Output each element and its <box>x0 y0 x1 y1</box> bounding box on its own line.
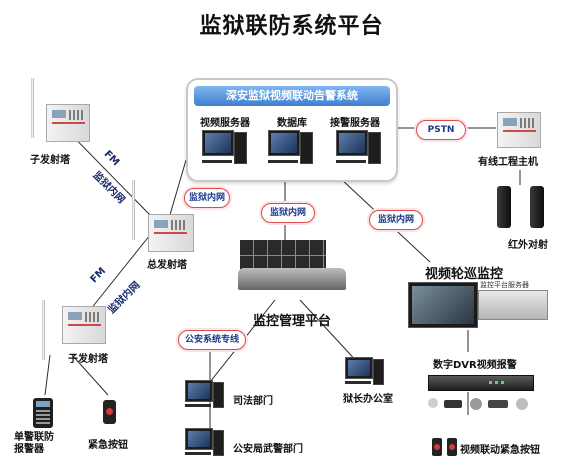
infrared-sensor-left-icon <box>497 186 511 228</box>
pstn-cloud: PSTN <box>416 120 466 140</box>
main-tower-panel <box>148 214 194 252</box>
video-patrol-label: 视频轮巡监控 <box>425 267 504 282</box>
video-emergency-button-icon <box>432 438 442 456</box>
camera-group-icon <box>428 396 538 414</box>
sub-tower-top-label: 子发射塔 <box>30 155 70 166</box>
server-label-video: 视频服务器 <box>200 118 250 129</box>
video-emergency-label: 视频联动紧急按钮 <box>460 445 540 456</box>
link-control-warden <box>299 299 361 366</box>
prison-net-cloud-right: 监狱内网 <box>369 210 423 230</box>
main-tower-label: 总发射塔 <box>147 260 187 271</box>
hub-title: 深安监狱视频联动告警系统 <box>194 86 390 106</box>
alarm-system-hub: 深安监狱视频联动告警系统 视频服务器 数据库 接警服务器 <box>186 78 398 182</box>
sub-tower-top-panel <box>46 104 90 142</box>
control-console-icon <box>238 268 346 290</box>
patrol-monitor-icon <box>408 282 478 328</box>
prison-net-cloud-center: 监狱内网 <box>261 203 315 223</box>
prison-net-cloud-left: 监狱内网 <box>184 188 230 208</box>
police-line-cloud: 公安系统专线 <box>178 330 246 350</box>
single-alarm-device-icon <box>33 398 53 428</box>
warden-office-label: 狱长办公室 <box>343 394 393 405</box>
sub-tower-bottom-label: 子发射塔 <box>68 354 108 365</box>
link-sub-button <box>71 354 109 396</box>
server-label-alarm: 接警服务器 <box>330 118 380 129</box>
single-alarm-label: 单警联防 报警器 <box>14 432 54 455</box>
page-title: 监狱联防系统平台 <box>199 13 384 39</box>
emergency-button-label: 紧急按钮 <box>88 440 128 451</box>
wired-host-label: 有线工程主机 <box>478 157 538 168</box>
judicial-label: 司法部门 <box>233 396 273 407</box>
dvr-recorder-icon <box>428 375 534 391</box>
video-emergency-button-icon-2 <box>447 438 457 456</box>
monitor-platform-tag: 监控平台服务器 <box>480 281 529 289</box>
infrared-sensor-right-icon <box>530 186 544 228</box>
infrared-label: 红外对射 <box>508 240 548 251</box>
control-platform-label: 监控管理平台 <box>253 314 332 329</box>
dvr-alarm-label: 数字DVR视频报警 <box>433 360 517 371</box>
wired-host-panel <box>497 112 541 148</box>
server-label-database: 数据库 <box>277 118 307 129</box>
emergency-button-icon <box>103 400 116 424</box>
monitor-platform-server-icon <box>478 290 548 320</box>
police-armed-label: 公安局武警部门 <box>233 444 303 455</box>
main-tower-mast-icon <box>132 180 135 240</box>
sub-tower-bottom-mast-icon <box>42 300 45 360</box>
sub-tower-top-mast-icon <box>31 78 34 138</box>
link-sub-alarm <box>44 354 51 396</box>
sub-tower-bottom-panel <box>62 306 106 344</box>
